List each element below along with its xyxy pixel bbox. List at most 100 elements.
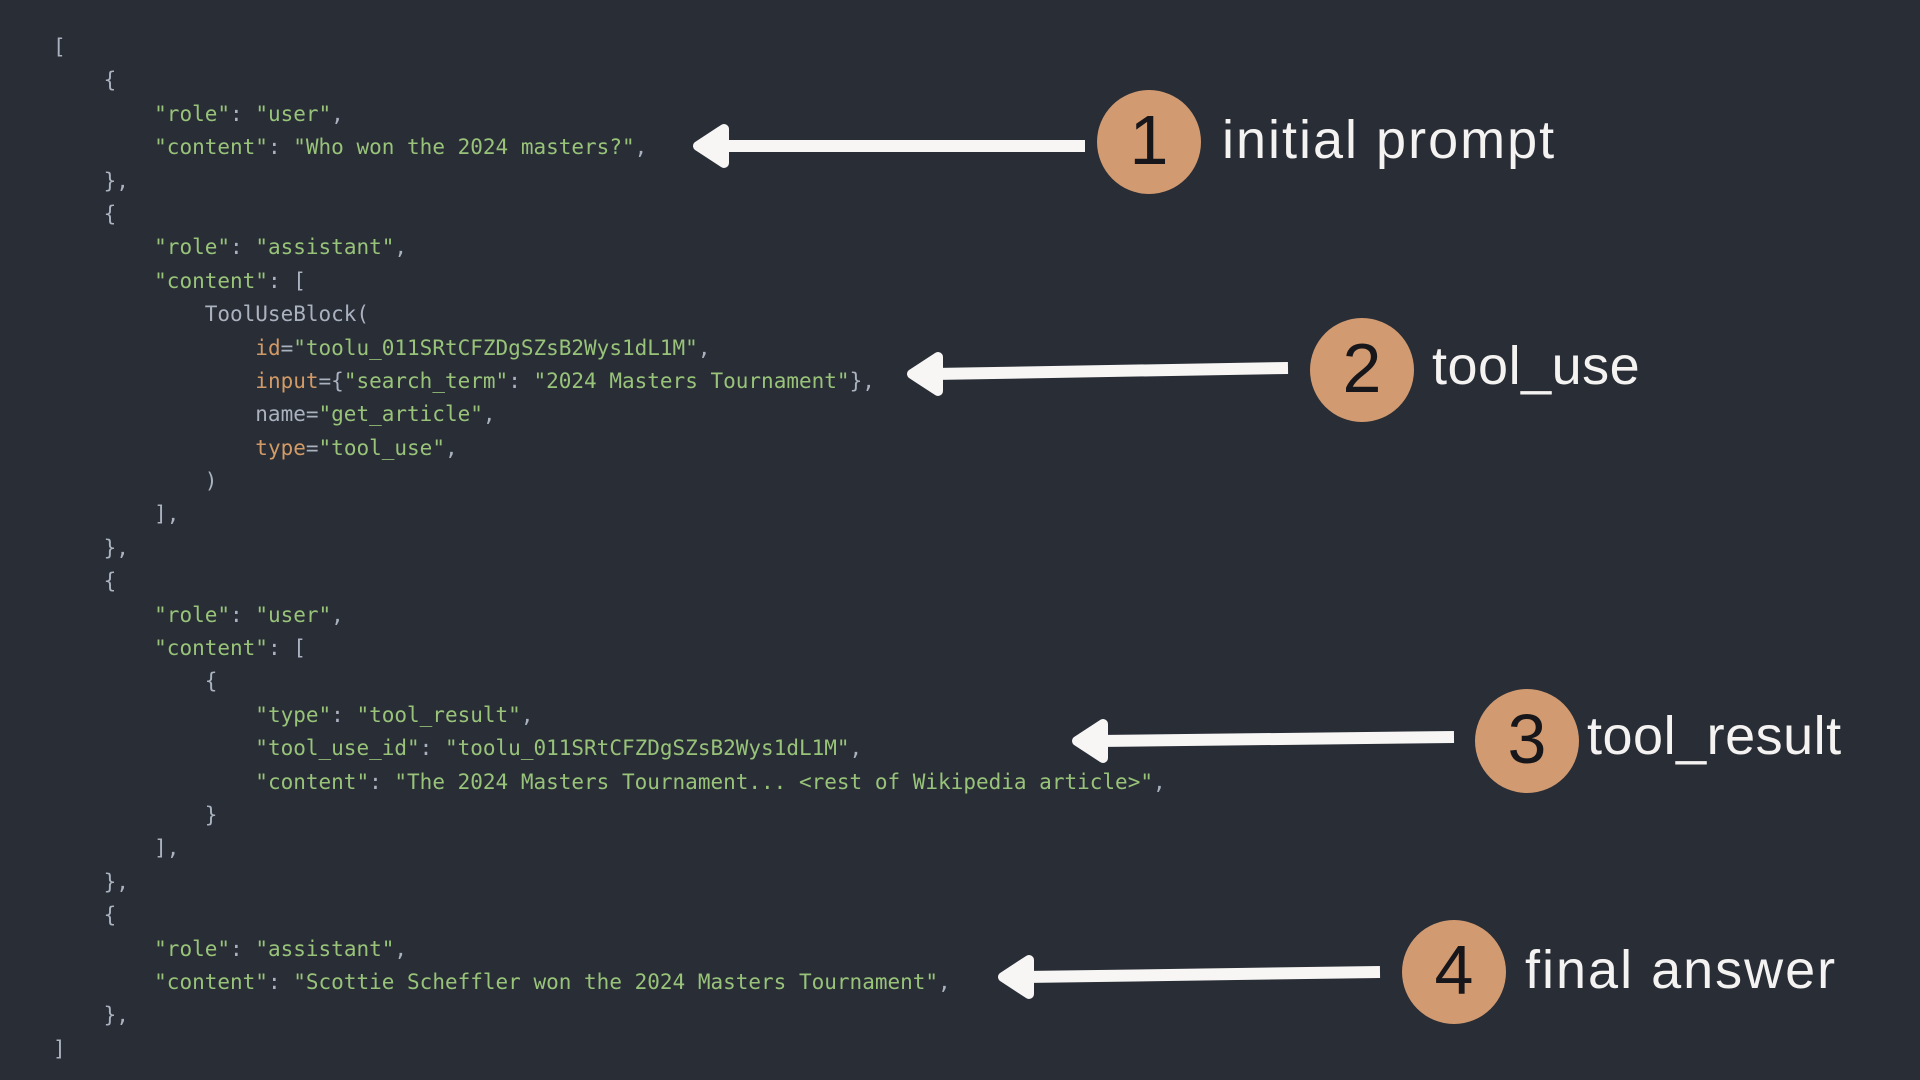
code-punct: {	[53, 569, 117, 594]
code-line: name="get_article",	[53, 398, 1166, 431]
code-punct: },	[53, 869, 129, 894]
code-punct	[53, 937, 154, 961]
code-builtin: input	[255, 368, 319, 393]
code-string: "Scottie Scheffler won the 2024 Masters …	[293, 969, 939, 994]
annotation-label: initial prompt	[1222, 109, 1557, 170]
code-punct: ,	[938, 969, 951, 994]
code-line: id="toolu_011SRtCFZDgSZsB2Wys1dL1M",	[53, 332, 1166, 365]
code-punct: },	[53, 1003, 129, 1028]
code-punct: :	[230, 235, 256, 260]
annotation-label: tool_use	[1432, 335, 1641, 396]
code-line: "role": "user",	[53, 599, 1166, 632]
code-string: "content"	[154, 969, 268, 994]
code-line: )	[53, 465, 1166, 498]
code-punct: ={	[318, 368, 344, 393]
code-string: "toolu_011SRtCFZDgSZsB2Wys1dL1M"	[293, 335, 698, 360]
code-line: "role": "assistant",	[53, 933, 1166, 966]
code-punct: name=	[53, 402, 319, 427]
code-string: "content"	[154, 636, 268, 661]
code-punct: :	[419, 736, 445, 761]
code-punct: },	[849, 368, 875, 393]
code-line: "content": [	[53, 632, 1166, 665]
code-string: "assistant"	[255, 936, 395, 961]
code-block: [ { "role": "user", "content": "Who won …	[53, 31, 1166, 1066]
code-string: "role"	[154, 602, 231, 627]
code-punct	[53, 770, 255, 794]
code-punct: :	[267, 969, 294, 994]
code-line: "content": [	[53, 265, 1166, 298]
code-punct	[53, 603, 154, 627]
code-punct: ,	[394, 235, 408, 260]
code-punct: },	[53, 168, 129, 193]
code-punct: ]	[53, 1036, 66, 1061]
code-line: ],	[53, 498, 1166, 531]
code-string: "2024 Masters Tournament"	[533, 368, 850, 393]
code-punct	[53, 102, 154, 126]
annotation-number: 1	[1129, 101, 1169, 179]
code-punct	[53, 636, 154, 660]
code-punct	[53, 336, 255, 360]
code-line: },	[53, 532, 1166, 565]
code-line: "content": "Who won the 2024 masters?",	[53, 131, 1166, 164]
code-line: [	[53, 31, 1166, 64]
code-punct	[53, 235, 154, 259]
code-punct: {	[53, 669, 218, 694]
code-string: "toolu_011SRtCFZDgSZsB2Wys1dL1M"	[444, 736, 850, 761]
code-punct: ToolUseBlock(	[53, 302, 370, 327]
code-string: "role"	[154, 936, 231, 961]
code-punct: ,	[520, 702, 534, 727]
code-punct: [	[53, 35, 66, 59]
code-punct: ,	[482, 402, 496, 427]
code-punct	[53, 970, 154, 994]
code-punct	[53, 703, 255, 727]
code-line: ],	[53, 832, 1166, 865]
code-string: "content"	[154, 135, 268, 160]
code-line: {	[53, 665, 1166, 698]
code-line: {	[53, 198, 1166, 231]
annotation-number: 2	[1342, 329, 1382, 407]
code-punct: :	[267, 135, 294, 160]
code-punct: )	[53, 469, 218, 494]
code-punct: :	[508, 368, 534, 393]
code-line: "role": "user",	[53, 98, 1166, 131]
code-string: "tool_result"	[356, 702, 521, 727]
code-line: {	[53, 565, 1166, 598]
code-string: "type"	[255, 702, 332, 727]
code-line: ToolUseBlock(	[53, 298, 1166, 331]
code-punct: ,	[634, 135, 648, 160]
code-line: "tool_use_id": "toolu_011SRtCFZDgSZsB2Wy…	[53, 732, 1166, 765]
code-punct: :	[230, 101, 256, 126]
code-string: "get_article"	[318, 402, 483, 427]
annotation-label: tool_result	[1587, 705, 1842, 766]
code-line: ]	[53, 1033, 1166, 1066]
code-punct	[53, 736, 255, 760]
code-punct: ,	[697, 335, 711, 360]
annotation-label: final answer	[1525, 939, 1838, 1000]
annotation-number-badge: 2	[1310, 318, 1414, 422]
code-string: "role"	[154, 101, 231, 126]
annotation-number: 4	[1434, 931, 1474, 1009]
code-line: "type": "tool_result",	[53, 699, 1166, 732]
code-line: },	[53, 165, 1166, 198]
code-string: "user"	[255, 602, 332, 627]
code-punct: {	[53, 68, 117, 93]
code-punct: :	[331, 702, 357, 727]
code-punct: =	[305, 435, 319, 460]
code-punct: ,	[331, 602, 344, 627]
code-punct: ,	[331, 101, 344, 126]
code-line: "content": "The 2024 Masters Tournament.…	[53, 766, 1165, 799]
code-string: "Who won the 2024 masters?"	[293, 135, 635, 160]
code-string: "tool_use_id"	[255, 736, 420, 761]
code-punct: ],	[53, 836, 180, 861]
code-punct: ,	[394, 936, 408, 961]
code-string: "search_term"	[343, 368, 509, 393]
code-punct: :	[230, 602, 256, 627]
code-punct: :	[230, 936, 256, 961]
code-punct: },	[53, 535, 129, 560]
code-builtin: type	[255, 435, 306, 460]
code-punct: :	[369, 769, 395, 794]
code-punct	[53, 269, 154, 293]
annotation-number-badge: 4	[1402, 920, 1506, 1024]
code-string: "assistant"	[255, 235, 395, 260]
